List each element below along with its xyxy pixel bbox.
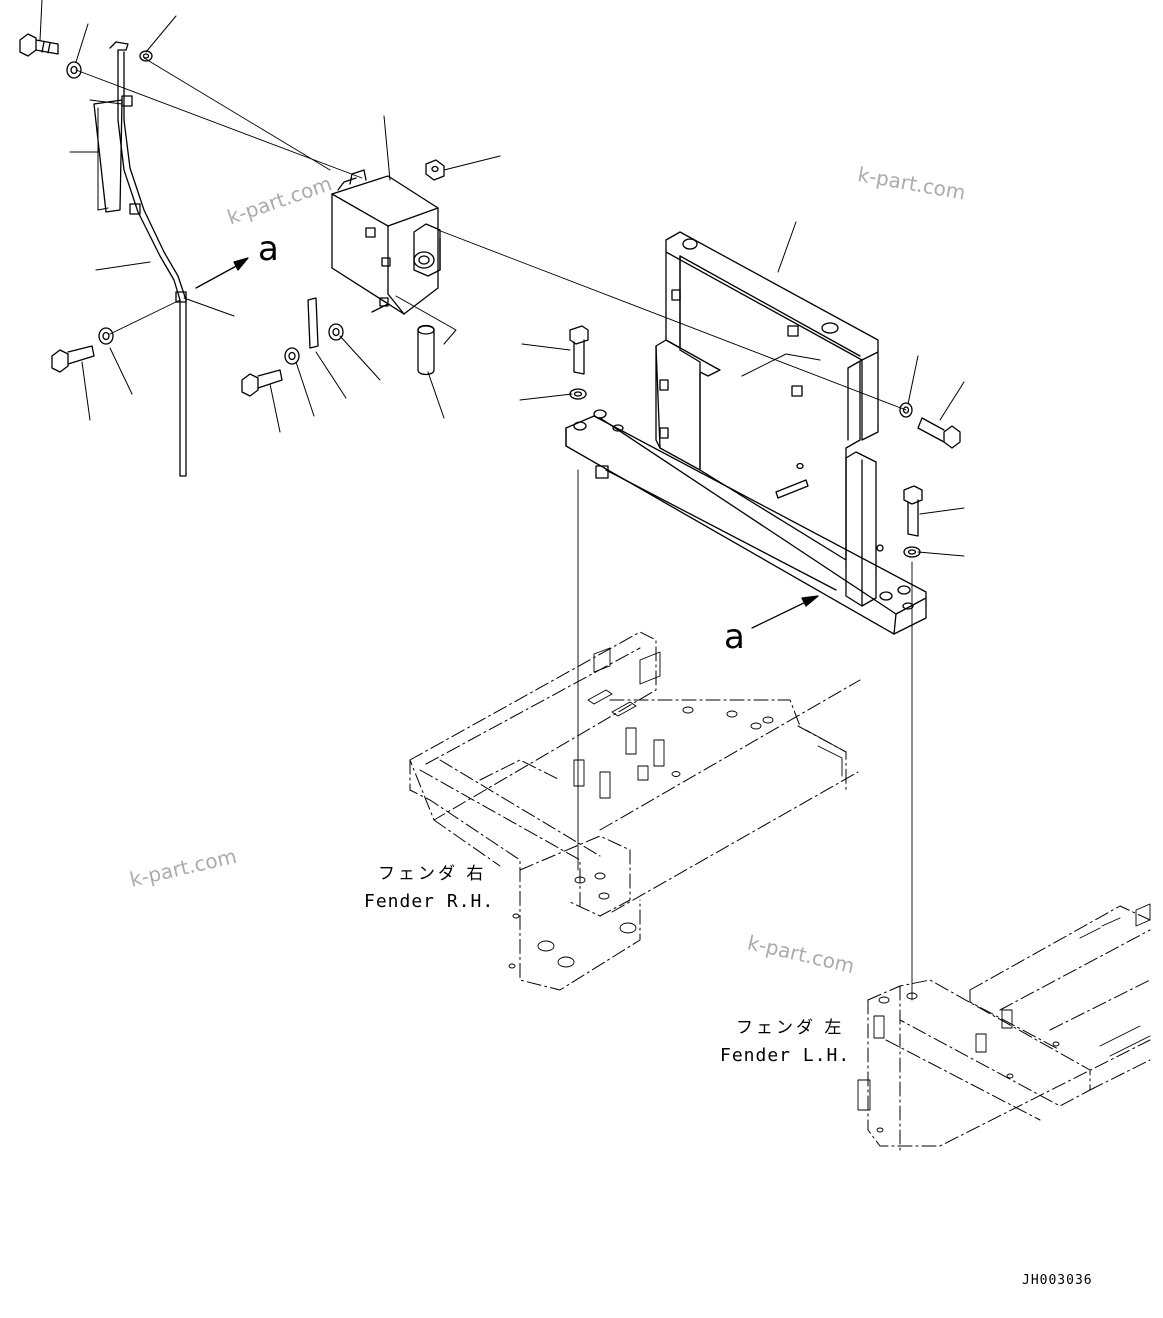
- fender-lh-label-jp: フェンダ 左: [736, 1018, 845, 1038]
- fender-rh-details: [508, 647, 847, 969]
- tank: [331, 159, 445, 315]
- bolts-lower-left: [51, 297, 435, 397]
- fender-lh: [867, 905, 1151, 1151]
- fender-rh-label-en: Fender R.H.: [364, 891, 495, 912]
- bolt-top-left: [19, 33, 153, 79]
- pipe-rod: [93, 41, 187, 477]
- fender-rh: [409, 631, 861, 991]
- view-arrows: [195, 257, 819, 629]
- view-a-label-lower: a: [724, 617, 745, 657]
- fender-lh-label-en: Fender L.H.: [720, 1045, 851, 1066]
- frame-bolts: [569, 325, 961, 558]
- main-frame: [565, 231, 927, 635]
- leader-lines: [39, 0, 965, 557]
- fender-rh-label-jp: フェンダ 右: [378, 864, 487, 884]
- view-a-label-upper: a: [258, 229, 279, 269]
- fender-lh-details: [857, 903, 1151, 1133]
- drawing-code: JH003036: [1022, 1273, 1093, 1288]
